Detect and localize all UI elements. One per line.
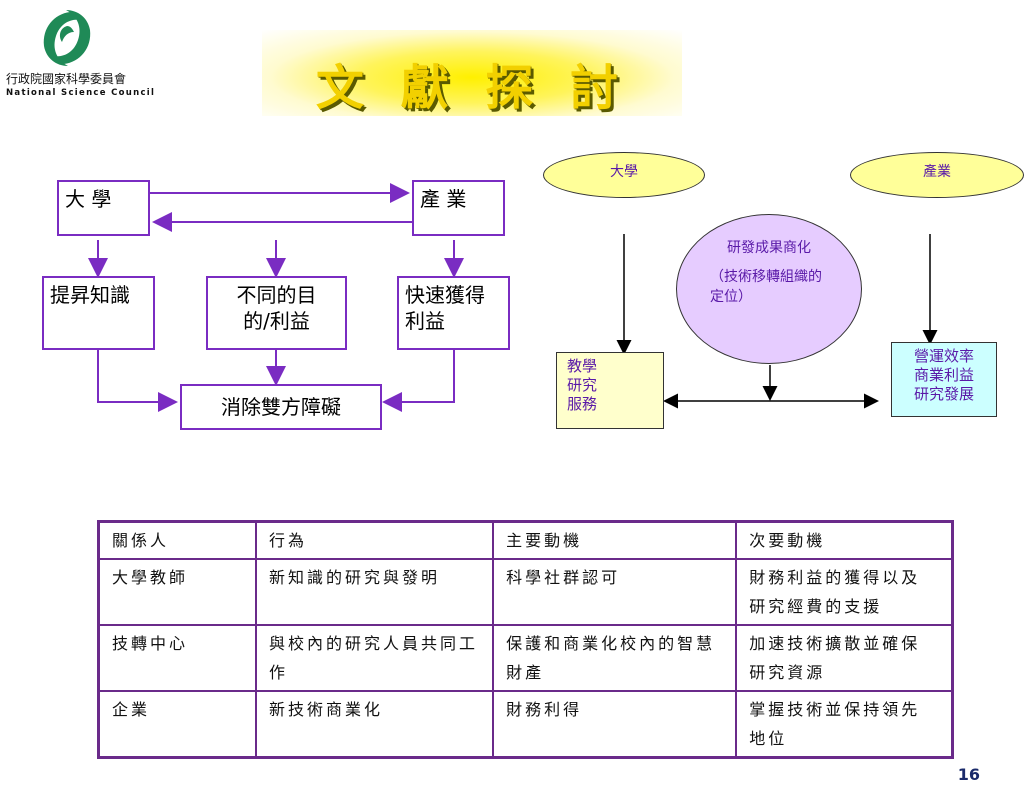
arrow-knowledge-to-barriers (97, 350, 178, 412)
table-cell: 掌握技術並保持領先地位 (735, 690, 954, 759)
left-diagram-arrows (88, 183, 464, 412)
table-cell: 與校內的研究人員共同工作 (254, 624, 495, 692)
table-row: 技轉中心 與校內的研究人員共同工作 保護和商業化校內的智慧財產 加速技術擴散並確… (97, 624, 954, 692)
box-university: 大 學 (57, 180, 150, 236)
logo-name-en: National Science Council (6, 88, 156, 98)
stakeholder-table: 關係人 行為 主要動機 次要動機 大學教師 新知識的研究與發明 科學社群認可 財… (97, 520, 954, 759)
table-cell: 新技術商業化 (254, 690, 495, 759)
oval-commercialization: 研發成果商化 （技術移轉組織的定位） (676, 214, 862, 364)
box-goal-knowledge: 提昇知識 (42, 276, 155, 350)
page-number: 16 (957, 765, 980, 784)
table-header: 行為 (254, 520, 495, 560)
oval-university: 大學 (543, 152, 705, 198)
table-cell: 企業 (97, 690, 257, 759)
right-diagram-arrows (616, 234, 938, 409)
table-cell: 加速技術擴散並確保研究資源 (735, 624, 954, 692)
box-uni-roles: 教學 研究 服務 (556, 352, 664, 429)
box-goal-profit: 快速獲得利益 (397, 276, 510, 350)
logo (34, 8, 100, 68)
oval-industry: 產業 (850, 152, 1024, 198)
box-goal-different: 不同的目的/利益 (206, 276, 347, 350)
table-header: 主要動機 (492, 520, 738, 560)
table-cell: 財務利得 (492, 690, 738, 759)
nsc-logo-icon (43, 10, 91, 66)
table-cell: 大學教師 (97, 558, 257, 626)
table-row: 企業 新技術商業化 財務利得 掌握技術並保持領先地位 (97, 690, 954, 759)
box-industry: 產 業 (412, 180, 505, 236)
box-industry-roles: 營運效率 商業利益 研究發展 (891, 342, 997, 417)
table-row: 大學教師 新知識的研究與發明 科學社群認可 財務利益的獲得以及研究經費的支援 (97, 558, 954, 626)
center-subtitle: （技術移轉組織的定位） (710, 269, 822, 305)
center-title: 研發成果商化 (727, 240, 811, 256)
page-title: 文 獻 探 討 (315, 60, 629, 116)
title-banner (262, 30, 682, 116)
logo-name-cn: 行政院國家科學委員會 (6, 72, 127, 86)
table-header: 關係人 (97, 520, 257, 560)
table-header-row: 關係人 行為 主要動機 次要動機 (97, 520, 954, 560)
table-cell: 財務利益的獲得以及研究經費的支援 (735, 558, 954, 626)
table-header: 次要動機 (735, 520, 954, 560)
table-cell: 技轉中心 (97, 624, 257, 692)
arrow-profit-to-barriers (382, 350, 455, 412)
box-remove-barriers: 消除雙方障礙 (180, 384, 382, 430)
table-cell: 科學社群認可 (492, 558, 738, 626)
table-cell: 保護和商業化校內的智慧財產 (492, 624, 738, 692)
table-cell: 新知識的研究與發明 (254, 558, 495, 626)
